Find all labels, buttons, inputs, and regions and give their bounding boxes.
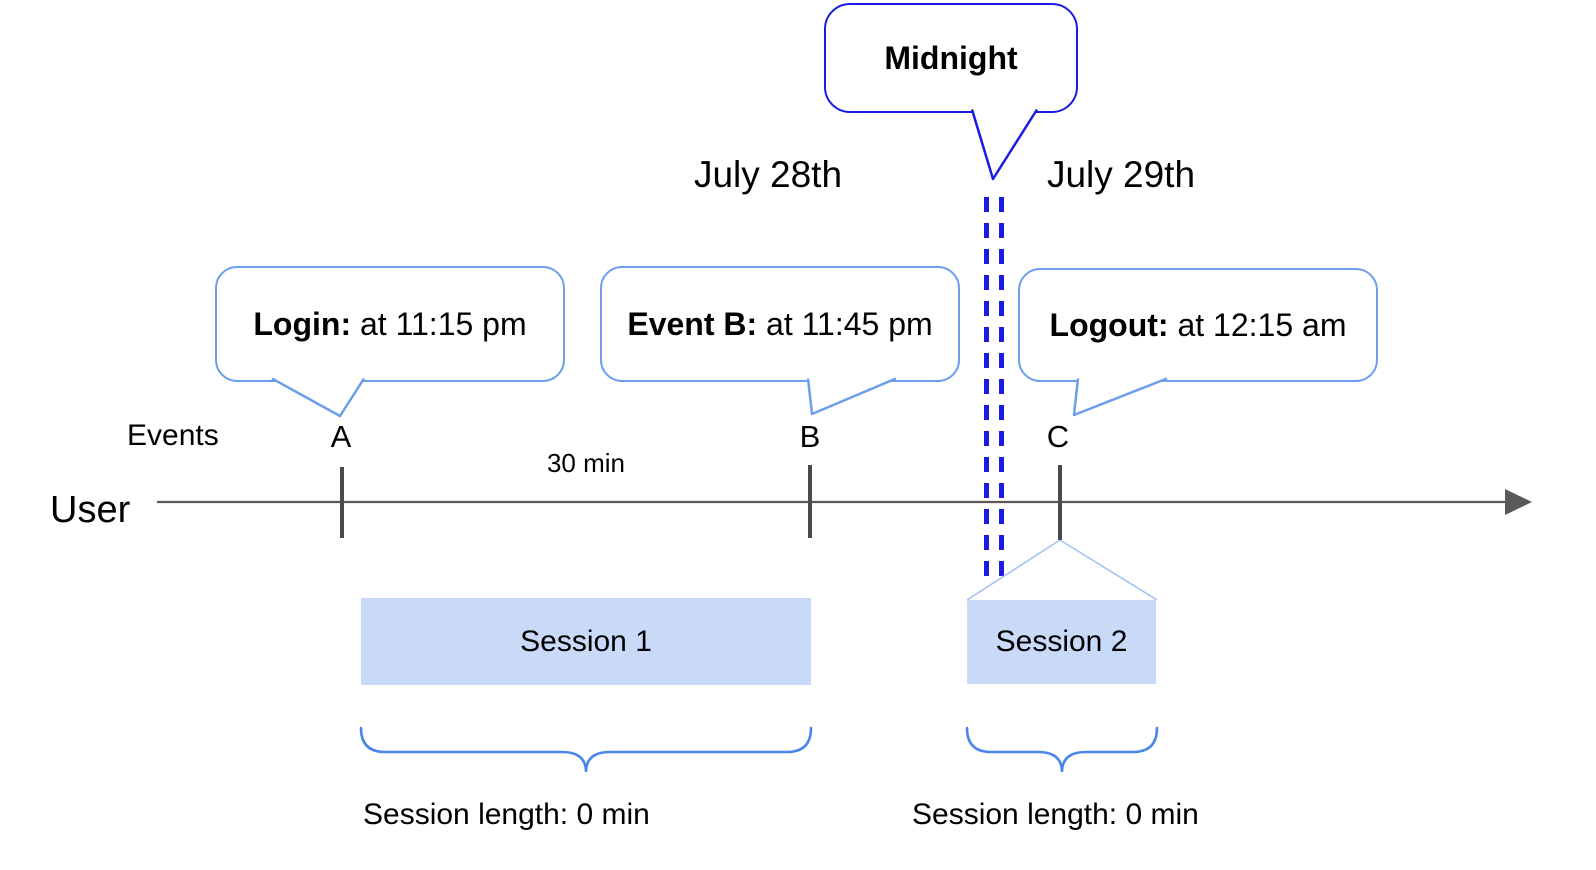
event-b-label: B <box>799 419 821 454</box>
event-a-label: A <box>330 419 352 454</box>
logout-callout-detail: at 12:15 am <box>1168 306 1347 343</box>
session-2-cone <box>966 539 1158 601</box>
login-callout-tail <box>271 377 366 418</box>
logout-callout-tail <box>1072 377 1168 417</box>
session-2-brace <box>965 726 1159 773</box>
event-b-callout: Event B: at 11:45 pm <box>600 266 960 382</box>
login-callout-title: Login: <box>253 305 352 342</box>
timeline-arrowhead-icon <box>1505 489 1532 515</box>
event-b-callout-detail: at 11:45 pm <box>757 305 933 342</box>
events-axis-label: Events <box>127 419 219 452</box>
session-2-bar: Session 2 <box>967 600 1156 684</box>
interval-30min-label: 30 min <box>546 448 626 478</box>
session-1-label: Session 1 <box>520 624 652 658</box>
login-callout-detail: at 11:15 pm <box>351 305 527 342</box>
session-1-bar: Session 1 <box>361 598 811 685</box>
date-july-28: July 28th <box>693 154 843 195</box>
session-1-length-label: Session length: 0 min <box>363 798 650 831</box>
event-c-label: C <box>1046 419 1070 454</box>
date-july-29: July 29th <box>1046 154 1196 195</box>
session-2-length-label: Session length: 0 min <box>912 798 1199 831</box>
midnight-callout-label: Midnight <box>884 39 1018 76</box>
event-b-callout-tail <box>806 377 897 416</box>
event-b-callout-title: Event B: <box>627 305 758 342</box>
logout-callout: Logout: at 12:15 am <box>1018 268 1378 382</box>
session-1-brace <box>359 726 813 773</box>
logout-callout-title: Logout: <box>1049 306 1169 343</box>
midnight-callout: Midnight <box>824 3 1078 113</box>
user-axis-label: User <box>50 489 131 531</box>
session-2-label: Session 2 <box>995 625 1128 658</box>
login-callout: Login: at 11:15 pm <box>215 266 565 382</box>
